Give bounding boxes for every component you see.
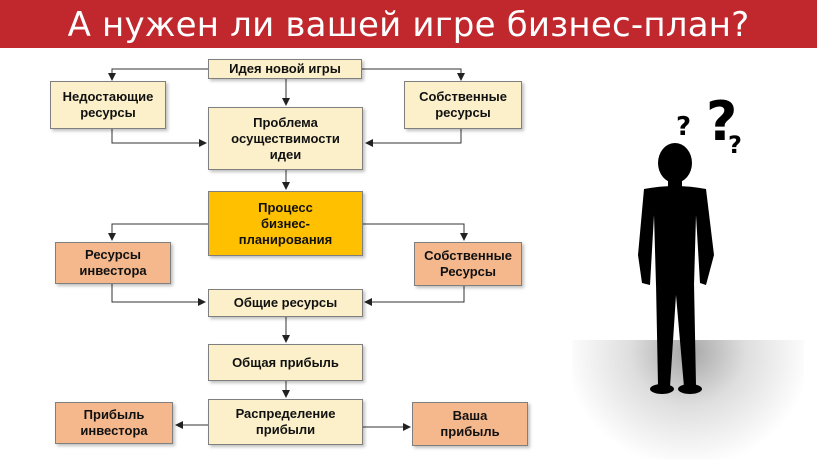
- node-own-resources-bottom: Собственные Ресурсы: [414, 242, 522, 286]
- slide-title: А нужен ли вашей игре бизнес-план?: [0, 0, 817, 48]
- node-investor-resources: Ресурсы инвестора: [55, 242, 171, 284]
- node-investor-profit: Прибыль инвестора: [55, 402, 173, 444]
- node-missing-resources: Недостающие ресурсы: [50, 81, 166, 129]
- node-common-resources: Общие ресурсы: [208, 289, 363, 317]
- question-mark-right-icon: ?: [728, 131, 742, 159]
- node-distribution: Распределение прибыли: [208, 399, 363, 445]
- node-problem: Проблема осуществимости идеи: [208, 107, 363, 170]
- node-own-resources-top: Собственные ресурсы: [404, 81, 522, 129]
- node-common-profit: Общая прибыль: [208, 344, 363, 381]
- node-idea: Идея новой игры: [208, 59, 362, 79]
- question-mark-large-icon: ?: [706, 90, 737, 153]
- thinking-person-silhouette-icon: ? ? ?: [638, 90, 742, 394]
- node-process: Процесс бизнес- планирования: [208, 191, 363, 256]
- node-your-profit: Ваша прибыль: [412, 402, 528, 446]
- question-mark-small-icon: ?: [676, 112, 691, 142]
